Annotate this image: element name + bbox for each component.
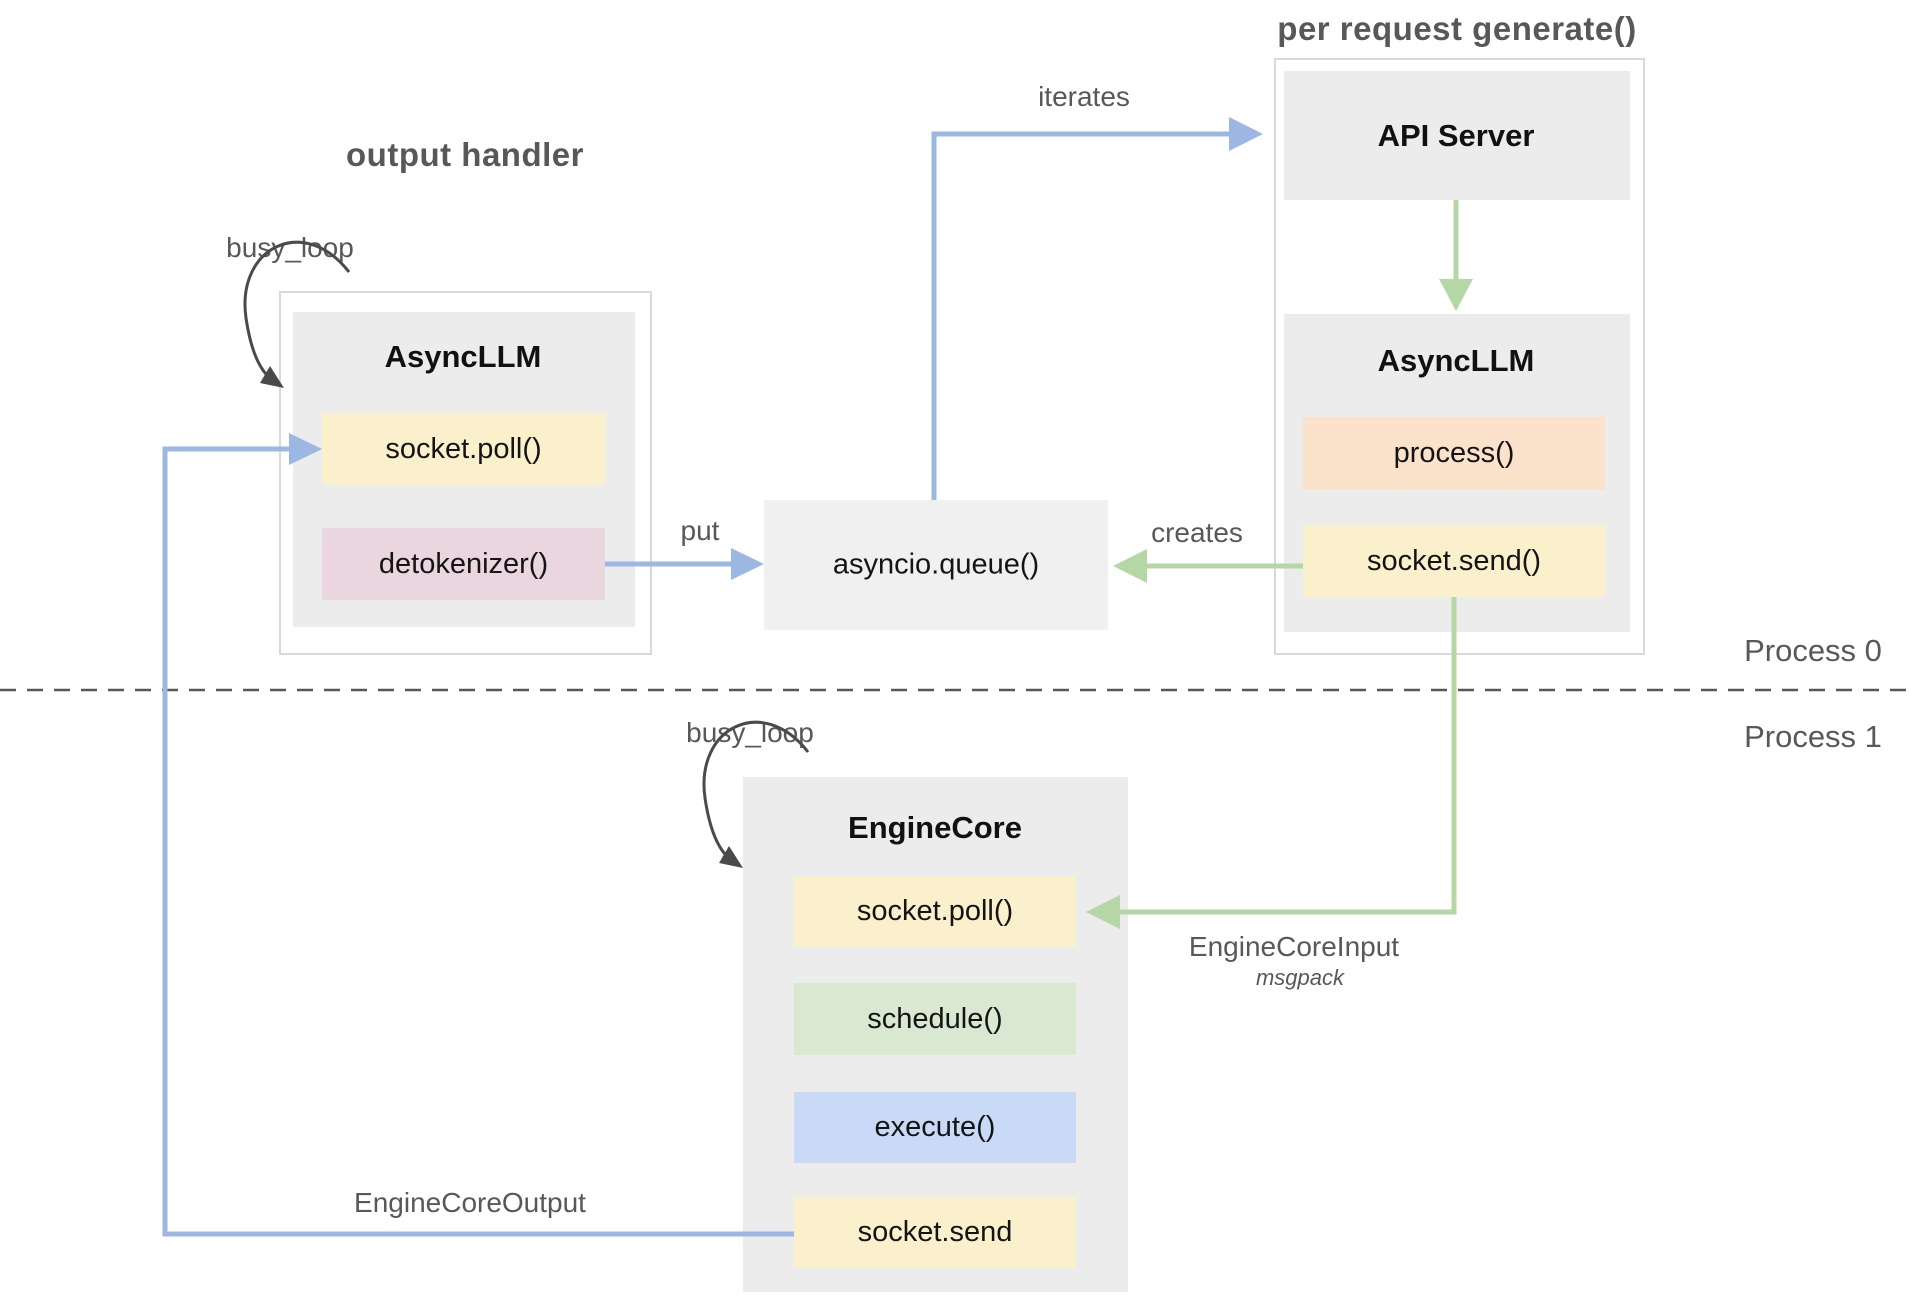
asyncio-queue-box xyxy=(764,500,1108,630)
iterates-label: iterates xyxy=(1038,81,1130,112)
per-request-generate-title: per request generate() xyxy=(1277,10,1637,47)
left-asyncllm-title: AsyncLLM xyxy=(384,339,542,374)
creates-label: creates xyxy=(1151,517,1243,548)
schedule-box: schedule() xyxy=(794,983,1076,1055)
engine-core-output-label: EngineCoreOutput xyxy=(354,1187,586,1218)
execute-box: execute() xyxy=(794,1092,1076,1163)
process-1-label: Process 1 xyxy=(1744,719,1882,754)
right-socket-send-box: socket.send() xyxy=(1303,525,1605,597)
iterates-arrow xyxy=(931,117,1263,500)
right-asyncllm-title: AsyncLLM xyxy=(1377,343,1535,378)
process-box: process() xyxy=(1303,417,1605,490)
asyncio-queue-label: asyncio.queue() xyxy=(832,548,1040,581)
engine-socket-send-box: socket.send xyxy=(794,1197,1076,1268)
engine-core-input-label: EngineCoreInput xyxy=(1188,931,1400,962)
msgpack-label: msgpack xyxy=(1255,965,1345,990)
engine-core-title: EngineCore xyxy=(848,810,1022,845)
detokenizer-box: detokenizer() xyxy=(322,528,605,600)
api-server-box xyxy=(1284,71,1630,200)
engine-socket-poll-box: socket.poll() xyxy=(794,876,1076,947)
process-0-label: Process 0 xyxy=(1744,633,1882,668)
output-handler-title: output handler xyxy=(346,136,584,173)
left-socket-poll-box: socket.poll() xyxy=(322,413,605,485)
busy-loop-label-left: busy_loop xyxy=(226,232,354,263)
put-label: put xyxy=(680,515,720,546)
busy-loop-label-bottom: busy_loop xyxy=(686,717,814,748)
api-server-title: API Server xyxy=(1377,118,1535,153)
